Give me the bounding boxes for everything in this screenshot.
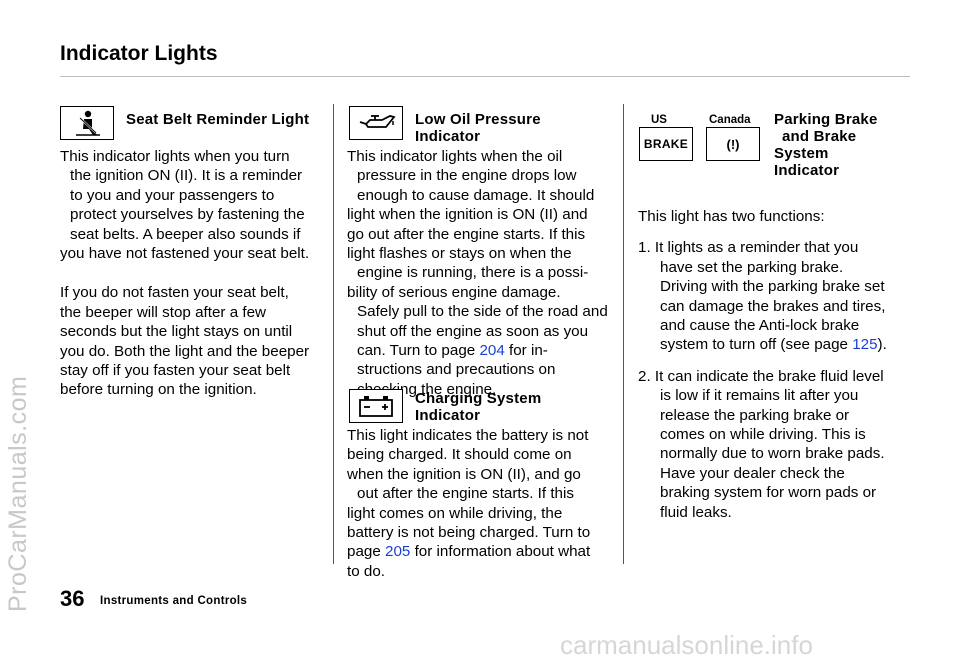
text-span: ).	[877, 336, 887, 354]
brake-text: This light has two functions: 1. It ligh…	[638, 207, 910, 522]
text-line: battery is not being charged. Turn to	[347, 524, 591, 542]
oil-heading-line: Low Oil Pressure	[415, 111, 541, 128]
text-line: you do. Both the light and the beeper	[60, 342, 310, 360]
page-link-204[interactable]: 204	[479, 342, 505, 360]
text-line: page 205 for information about what	[347, 542, 619, 561]
charging-heading: Charging System Indicator	[415, 390, 541, 424]
text-line: can. Turn to page 204 for in-	[347, 341, 619, 360]
text-line: have set the parking brake.	[660, 258, 844, 276]
brake-heading-line: Indicator	[774, 162, 840, 179]
text-line: Driving with the parking brake set	[660, 278, 885, 296]
header-divider	[60, 76, 910, 77]
text-line: normally due to worn brake pads.	[660, 445, 885, 463]
text-line: go out after the engine starts. If this	[347, 225, 586, 243]
text-line: stay off if you fasten your seat belt	[60, 362, 291, 380]
battery-icon	[349, 389, 403, 423]
text-line: before turning on the ignition.	[60, 381, 257, 399]
column-divider-2	[623, 104, 624, 564]
page-number: 36	[60, 586, 85, 611]
seatbelt-heading: Seat Belt Reminder Light	[126, 111, 310, 128]
text-line: the ignition ON (II). It is a reminder	[70, 167, 303, 185]
brake-canada-icon-text: (!)	[726, 136, 740, 152]
text-span: can. Turn to page	[357, 342, 480, 360]
brake-us-icon-text: BRAKE	[643, 137, 689, 151]
text-line: structions and precautions on	[357, 361, 556, 379]
text-line: the beeper will stop after a few	[60, 303, 266, 321]
text-line: out after the engine starts. If this	[357, 485, 574, 503]
oil-heading-line: Indicator	[415, 128, 481, 145]
charging-heading-line: Charging System	[415, 390, 542, 407]
oil-can-icon	[349, 106, 403, 140]
text-line: enough to cause damage. It should	[357, 186, 595, 204]
charging-heading-line: Indicator	[415, 407, 481, 424]
text-line: light when the ignition is ON (II) and	[347, 206, 588, 224]
brake-canada-icon: (!)	[706, 127, 760, 161]
text-line: This light indicates the battery is not	[347, 427, 589, 444]
brake-us-icon: BRAKE	[639, 127, 693, 161]
oil-heading: Low Oil Pressure Indicator	[415, 111, 541, 145]
text-line: Have your dealer check the	[660, 464, 845, 482]
text-line: pressure in the engine drops low	[357, 167, 577, 185]
text-line: seat belts. A beeper also sounds if	[70, 225, 301, 243]
text-line: shut off the engine as soon as you	[357, 322, 589, 340]
column-divider-1	[333, 104, 334, 564]
text-line: protect yourselves by fastening the	[70, 206, 305, 224]
side-watermark: ProCarManuals.com	[4, 375, 32, 612]
text-line: and cause the Anti-lock brake	[660, 317, 860, 335]
brake-heading-line: Parking Brake	[774, 111, 878, 128]
page-link-205[interactable]: 205	[385, 543, 411, 561]
brake-heading: Parking Brake and Brake System Indicator	[774, 111, 877, 179]
page-link-125[interactable]: 125	[852, 336, 878, 354]
oil-text: This indicator lights when the oil press…	[347, 147, 619, 399]
text-line: can damage the brakes and tires,	[660, 297, 886, 315]
text-span: for information about what	[410, 543, 591, 561]
page-title: Indicator Lights	[60, 42, 218, 65]
text-line: light flashes or stays on when the	[347, 245, 572, 263]
text-line: 2. It can indicate the brake fluid level	[638, 367, 884, 385]
brake-heading-line: and Brake	[782, 128, 857, 145]
text-line: seconds but the light stays on until	[60, 323, 293, 341]
text-line: Safely pull to the side of the road and	[357, 303, 608, 321]
text-line: This indicator lights when the oil	[347, 148, 563, 165]
section-name: Instruments and Controls	[100, 595, 248, 607]
footer-watermark: carmanualsonline.info	[560, 630, 813, 660]
text-line: system to turn off (see page 125).	[638, 335, 910, 354]
text-line: light comes on while driving, the	[347, 504, 563, 522]
text-line: bility of serious engine damage.	[347, 283, 561, 301]
text-line: fluid leaks.	[660, 503, 732, 521]
text-span: for in-	[504, 342, 548, 360]
text-line: when the ignition is ON (II), and go	[347, 465, 581, 483]
text-line: 1. It lights as a reminder that you	[638, 239, 859, 257]
brake-heading-line: System	[774, 145, 829, 162]
charging-text: This light indicates the battery is not …	[347, 426, 619, 581]
text-line: braking system for worn pads or	[660, 484, 877, 502]
text-line: If you do not fasten your seat belt,	[60, 284, 289, 302]
text-line: you have not fastened your seat belt.	[60, 245, 310, 263]
seatbelt-icon	[60, 106, 114, 140]
text-line: is low if it remains lit after you	[660, 387, 859, 405]
text-line: to you and your passengers to	[70, 186, 275, 204]
region-label-us: US	[651, 114, 667, 126]
text-line: This indicator lights when you turn	[60, 148, 290, 165]
seatbelt-text: This indicator lights when you turn the …	[60, 147, 328, 400]
text-line: being charged. It should come on	[347, 446, 572, 464]
text-span: page	[347, 543, 386, 561]
text-line: release the parking brake or	[660, 406, 850, 424]
text-line: to do.	[347, 562, 385, 580]
text-span: system to turn off (see page	[660, 336, 853, 354]
text-line: comes on while driving. This is	[660, 426, 866, 444]
text-line: engine is running, there is a possi-	[357, 264, 589, 282]
text-line: This light has two functions:	[638, 208, 825, 225]
region-label-canada: Canada	[709, 114, 751, 126]
